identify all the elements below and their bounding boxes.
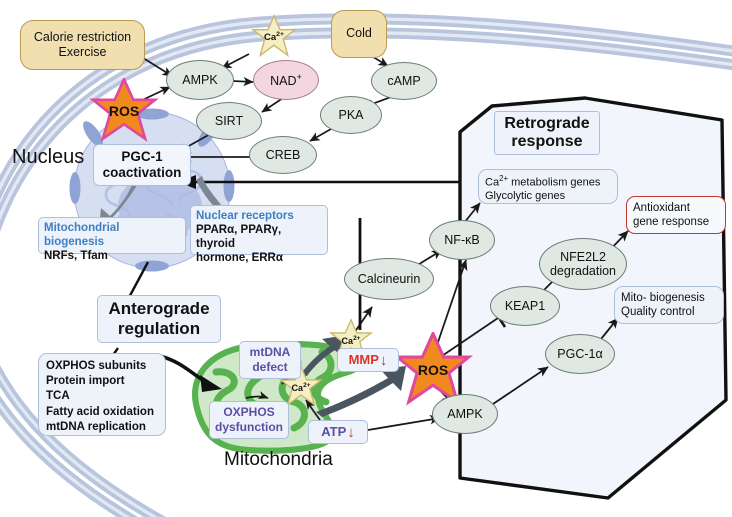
protein-pka-label: PKA [338,108,364,122]
nuclear-receptors-line2: hormone, ERRα [196,252,283,265]
protein-creb[interactable]: CREB [249,136,317,174]
oxphos-subunits-line-0: OXPHOS subunits [46,360,147,372]
protein-nfe2l2-line1: NFE2L2 [560,250,606,264]
anterograde-line2: regulation [117,319,201,338]
protein-calcineurin-label: Calcineurin [357,272,421,286]
retrograde-title-line2: response [511,133,583,150]
oxphos-subunits-line-3: Fatty acid oxidation [46,405,154,418]
antioxidant-gene-response-box[interactable]: Antioxidant gene response [626,196,726,234]
oxphos-subunits-line-2: TCA [46,390,70,403]
protein-nad[interactable]: NAD+ [253,60,319,100]
mito-efflux-arrows [300,335,406,417]
mito-qc-line2: Quality control [621,306,695,319]
mito-qc-line1: Mito- biogenesis [621,292,705,304]
mtdna-defect-line1: mtDNA [249,345,291,360]
calcium-star-mito-upper-label: Ca2+ [341,334,361,346]
calcium-star-top-label: Ca2+ [264,30,284,44]
stimulus-calorie-line1: Calorie restriction [33,29,132,44]
protein-camp[interactable]: cAMP [371,62,437,100]
protein-ampk-retrograde-label: AMPK [447,407,483,421]
ca-metabolism-genes-line2: Glycolytic genes [485,190,566,203]
ros-star-nucleus: ROS [88,78,160,144]
anterograde-regulation-box[interactable]: Anterograde regulation [97,295,221,343]
mitochondrial-biogenesis-box[interactable]: Mitochondrial biogenesis NRFs, Tfam [38,217,186,262]
protein-nfe2l2-line2: degradation [549,264,617,278]
protein-ampk-top[interactable]: AMPK [166,60,234,100]
mmp-decrease-box[interactable]: MMP ↓ [337,348,399,372]
retrograde-response-title: Retrograde response [494,111,600,155]
stimulus-cold[interactable]: Cold [331,10,387,58]
mitochondrial-biogenesis-heading: Mitochondrial biogenesis [44,222,120,249]
protein-keap1-label: KEAP1 [504,299,546,313]
protein-pgc1a[interactable]: PGC-1α [545,334,615,374]
mmp-label: MMP [348,352,379,368]
oxphos-subunits-line-4: mtDNA replication [46,420,146,433]
oxphos-dysfunction-box[interactable]: OXPHOS dysfunction [209,401,289,439]
mito-biogenesis-quality-control-box[interactable]: Mito- biogenesis Quality control [614,286,724,324]
protein-nfe2l2-degradation[interactable]: NFE2L2 degradation [539,238,627,290]
ros-star-cytosol: ROS [392,332,474,408]
nuclear-receptors-box[interactable]: Nuclear receptors PPARα, PPARγ, thyroid … [190,205,328,264]
protein-camp-label: cAMP [387,74,421,88]
antioxidant-line1: Antioxidant [633,202,690,214]
ca-metabolism-genes-box[interactable]: Ca2+ metabolism genes Glycolytic genes [478,169,618,204]
protein-nad-label: NAD+ [270,71,302,89]
oxphos-dysfunction-line1: OXPHOS [223,405,275,420]
calcium-star-mito-lower: Ca2+ [278,365,324,409]
oxphos-subunits-box[interactable]: OXPHOS subunits Protein import TCA Fatty… [38,353,166,436]
mitochondria-label: Mitochondria [224,449,333,470]
atp-label: ATP [321,424,347,440]
protein-sirt[interactable]: SIRT [196,102,262,140]
mmp-down-arrow-icon: ↓ [379,351,388,369]
pgc1-coactivation-box[interactable]: PGC-1 coactivation [93,144,191,186]
stimulus-cold-label: Cold [346,26,372,41]
protein-nfkb[interactable]: NF-κB [429,220,495,260]
protein-keap1[interactable]: KEAP1 [490,286,560,326]
mtdna-defect-box[interactable]: mtDNA defect [239,341,301,379]
atp-down-arrow-icon: ↓ [347,423,355,441]
atp-decrease-box[interactable]: ATP ↓ [308,420,368,444]
ca-metabolism-genes-line1: Ca2+ metabolism genes [485,174,601,189]
antioxidant-line2: gene response [633,216,710,229]
ros-star-nucleus-label: ROS [108,103,140,119]
protein-calcineurin[interactable]: Calcineurin [344,258,434,300]
oxphos-dysfunction-line2: dysfunction [215,420,283,434]
calcium-star-mito-lower-label: Ca2+ [291,381,311,393]
stimulus-calorie-line2: Exercise [58,45,107,59]
protein-pgc1a-label: PGC-1α [557,347,603,361]
calcium-star-top: Ca2+ [250,14,298,60]
oxphos-subunits-line-1: Protein import [46,375,125,388]
protein-sirt-label: SIRT [214,114,244,128]
pgc1-coactivation-line1: PGC-1 [121,148,163,164]
stimulus-calorie-restriction[interactable]: Calorie restriction Exercise [20,20,145,70]
anterograde-line1: Anterograde [108,299,210,319]
protein-creb-label: CREB [265,148,301,162]
protein-ampk-retrograde[interactable]: AMPK [432,394,498,434]
ros-star-cytosol-label: ROS [417,362,449,378]
protein-ampk-top-label: AMPK [182,73,218,87]
nucleus-label: Nucleus [12,146,85,168]
nuclear-receptors-heading: Nuclear receptors [196,210,294,222]
protein-nfkb-label: NF-κB [444,233,480,247]
retrograde-title-line1: Retrograde [504,114,590,132]
pgc1-coactivation-line2: coactivation [102,165,182,180]
mtdna-defect-line2: defect [252,360,288,374]
nuclear-receptors-line1: PPARα, PPARγ, thyroid [196,224,282,251]
protein-pka[interactable]: PKA [320,96,382,134]
mitochondrial-biogenesis-body: NRFs, Tfam [44,250,108,263]
pgc1-output-arrows [99,176,240,230]
